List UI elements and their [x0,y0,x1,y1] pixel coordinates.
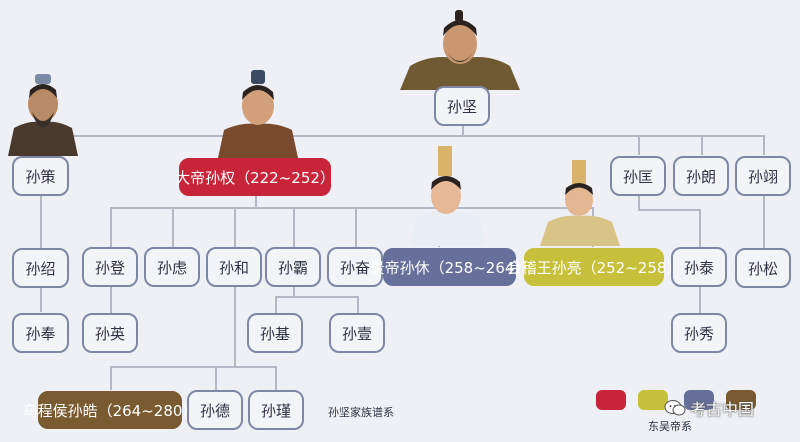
node-sun-hao: 乌程侯孙皓（264~280） [23,391,197,429]
node-sun-jian: 孙坚 [434,86,490,126]
node-sun-ce: 孙策 [12,156,69,196]
connector [40,288,42,312]
connector [110,366,112,390]
connector [355,207,357,247]
node-sun-feng: 孙奉 [12,313,69,353]
legend-swatch-yellow [638,390,668,410]
connector [763,135,765,155]
legend-swatch-brown [726,390,756,410]
connector [255,196,257,208]
connector [172,207,174,247]
node-sun-kuang: 孙匡 [610,156,666,196]
connector [275,366,277,390]
connector [763,196,765,248]
sun-jian-portrait-image [400,10,520,90]
sun-ce-portrait-image [8,74,78,156]
node-sun-lv: 孙虑 [144,247,200,287]
sun-liang-portrait-image [540,160,620,246]
connector [215,366,217,390]
node-sun-de: 孙德 [187,390,243,430]
node-sun-liang: 会稽王孙亮（252~258） [507,248,681,286]
connector [110,287,112,313]
node-sun-yi2: 孙壹 [329,313,385,353]
connector [357,296,359,313]
node-sun-yi: 孙翊 [735,156,791,196]
watermark-text: 考古中国 [690,400,755,419]
wechat-icon [664,400,686,416]
sun-quan-portrait-image [218,70,298,158]
connector [638,196,640,210]
watermark: 考古中国 [664,396,754,420]
node-sun-xiu: 景帝孙休（258~264） [370,248,529,286]
connector [234,287,236,367]
sun-xiu-portrait-image [410,146,486,246]
connector [275,296,277,313]
legend-swatch-blue [684,390,714,410]
connector [275,296,358,298]
node-sun-deng: 孙登 [82,247,138,287]
node-sun-tai: 孙泰 [671,247,727,287]
node-sun-song: 孙松 [735,248,791,288]
node-sun-ji: 孙基 [247,313,303,353]
diagram-caption: 孙坚家族谱系 [328,406,394,419]
node-sun-ying: 孙英 [82,313,138,353]
legend-label: 东吴帝系 [648,420,692,433]
connector [701,135,703,155]
connector [638,209,700,211]
connector [40,135,764,137]
node-sun-shao: 孙绍 [12,248,69,288]
connector [40,196,42,248]
connector [110,366,276,368]
connector [110,207,593,209]
connector [699,209,701,247]
node-sun-jin: 孙瑾 [248,390,304,430]
legend-swatch-red [596,390,626,410]
connector [638,135,640,155]
connector [462,124,464,136]
connector [293,287,295,297]
node-sun-fen: 孙奋 [327,247,383,287]
connector [234,207,236,247]
node-sun-ba: 孙霸 [265,247,321,287]
connector [293,207,295,247]
connector [699,287,701,313]
node-sun-he: 孙和 [206,247,262,287]
node-sun-xiu2: 孙秀 [671,313,727,353]
connector [110,207,112,247]
node-sun-quan: 大帝孙权（222~252） [175,158,335,196]
node-sun-lang: 孙朗 [673,156,729,196]
